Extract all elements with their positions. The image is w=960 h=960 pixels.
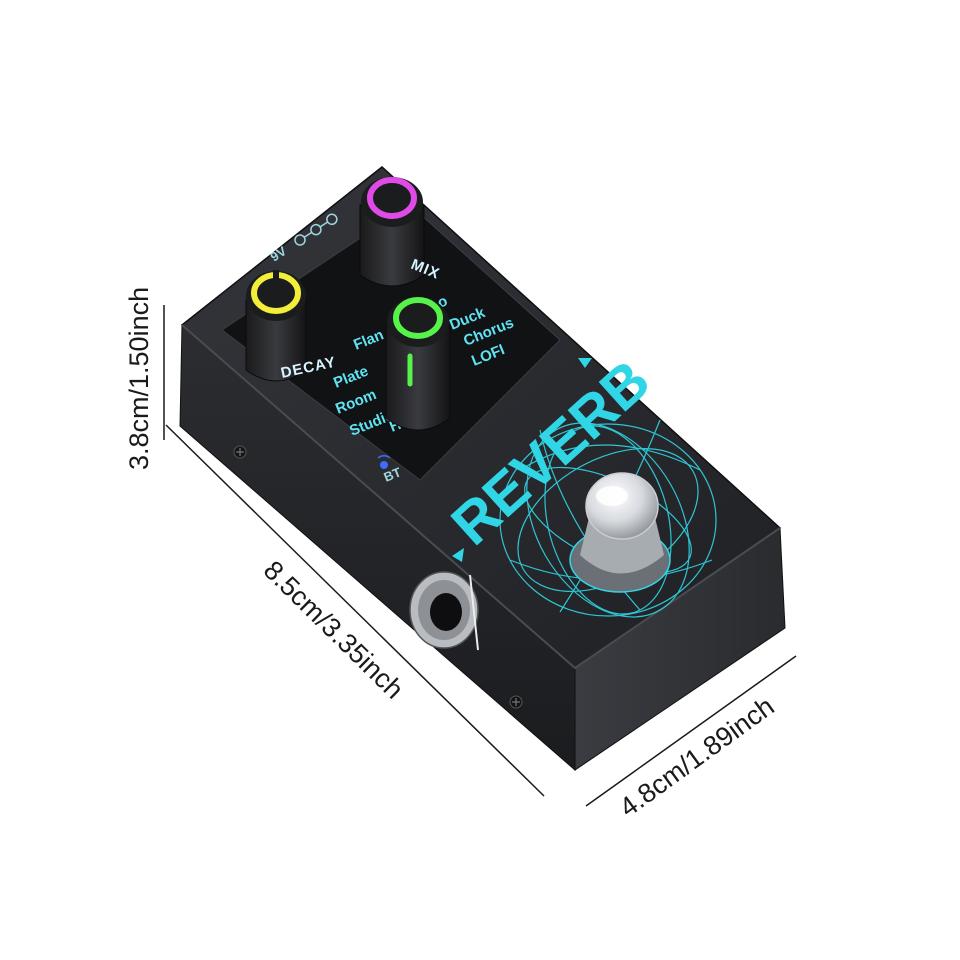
dimension-lines bbox=[163, 305, 797, 807]
footswitch[interactable] bbox=[569, 472, 671, 593]
pedal: 9V Flan Plate Room Studio Hall o Duck Ch… bbox=[179, 166, 786, 772]
height-dimension-label: 3.8cm/1.50inch bbox=[124, 287, 154, 470]
polarity-icon bbox=[294, 213, 338, 246]
screw-icon bbox=[509, 695, 523, 709]
mix-knob-ring bbox=[367, 177, 417, 219]
bluetooth-label: BT bbox=[382, 464, 404, 484]
bluetooth-icon bbox=[377, 454, 391, 469]
screw-icon bbox=[233, 445, 247, 459]
length-dimension-line bbox=[165, 424, 545, 797]
width-dimension-line bbox=[585, 655, 797, 807]
indicator-arrow-icon bbox=[578, 358, 592, 368]
input-jack[interactable] bbox=[409, 571, 479, 651]
mix-knob[interactable] bbox=[359, 177, 425, 287]
mode-knob-ring bbox=[393, 297, 443, 339]
indicator-arrow-icon bbox=[452, 548, 464, 562]
mode-selector-knob[interactable] bbox=[385, 297, 451, 431]
power-label: 9V bbox=[267, 243, 289, 264]
decay-knob[interactable] bbox=[245, 270, 307, 382]
